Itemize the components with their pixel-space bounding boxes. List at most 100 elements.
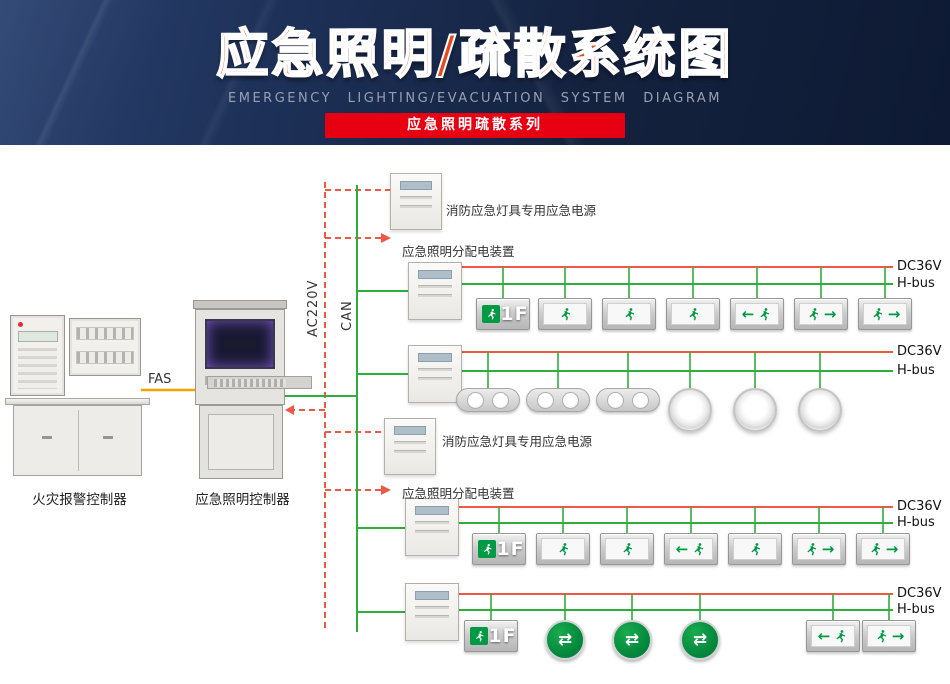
device-vent — [415, 606, 449, 609]
device-vent — [400, 196, 432, 199]
exit-sign: ← — [806, 620, 860, 652]
power-supply-1-label: 消防应急灯具专用应急电源 — [446, 203, 597, 218]
running-man-icon — [809, 307, 818, 320]
series-banner: 应急照明疏散系列 — [325, 113, 625, 138]
device-vent — [418, 294, 452, 297]
floor-label: 1F — [500, 303, 529, 325]
device-vent — [400, 205, 432, 208]
exit-sign — [728, 533, 782, 565]
exit-sign-panel: ← — [669, 538, 713, 560]
fas-label: FAS — [148, 372, 172, 387]
dc36v-label: DC36V — [897, 586, 942, 601]
lamp — [492, 391, 509, 409]
distribution-unit — [408, 262, 462, 320]
system-diagram: 火灾报警控制器 应急照明控制器 FAS AC220V CAN — [0, 145, 950, 684]
distribution-1-label: 应急照明分配电装置 — [402, 244, 515, 259]
dc36v-label: DC36V — [897, 259, 942, 274]
device-vent — [394, 450, 426, 453]
double-head-emergency-light — [526, 388, 590, 412]
hbus-label: H-bus — [897, 276, 935, 291]
running-man-icon — [871, 542, 880, 555]
running-man-icon — [750, 542, 760, 555]
arrow-left-icon: ← — [817, 626, 831, 645]
exit-sign — [600, 533, 654, 565]
round-evac-sign: ⇄ — [612, 620, 652, 660]
emergency-power-supply-unit — [384, 418, 436, 475]
distribution-unit — [405, 498, 459, 556]
lamp — [562, 391, 579, 409]
lighting-controller-label: 应急照明控制器 — [195, 492, 290, 508]
floor-sign: 1F — [472, 533, 526, 565]
monitor-screen — [205, 319, 275, 369]
exit-sign: ← — [664, 533, 718, 565]
exit-sign-panel: → — [863, 303, 907, 325]
exit-sign: → — [862, 620, 916, 652]
exit-sign: ← — [730, 298, 784, 330]
dc36v-label: DC36V — [897, 499, 942, 514]
device-vent — [415, 530, 449, 533]
exit-sign-panel: ← — [735, 303, 779, 325]
arrow-right-icon: → — [823, 304, 837, 323]
keyboard-shelf — [207, 376, 312, 389]
emergency-power-supply-unit — [390, 173, 442, 230]
switch-row — [76, 351, 134, 364]
exit-sign-panel: → — [861, 538, 905, 560]
running-man-icon — [622, 542, 632, 555]
double-arrow-icon: ⇄ — [624, 629, 640, 650]
keyboard — [214, 379, 286, 387]
emergency-downlight — [668, 388, 712, 432]
lamp — [632, 391, 649, 409]
floor-label: 1F — [496, 538, 525, 560]
dc36v-label: DC36V — [897, 344, 942, 359]
exit-sign: → — [792, 533, 846, 565]
arrow-right-icon: → — [885, 539, 899, 558]
running-man-icon — [760, 307, 770, 320]
floor-sign: 1F — [476, 298, 530, 330]
device-vent — [415, 615, 449, 618]
exit-sign — [536, 533, 590, 565]
exit-sign-panel — [733, 538, 777, 560]
floor-sign: 1F — [464, 620, 518, 652]
alarm-switch-panel — [69, 318, 141, 376]
running-man-icon — [482, 305, 500, 323]
fire-alarm-label: 火灾报警控制器 — [32, 492, 127, 508]
distribution-unit — [405, 583, 459, 641]
cabinet-door — [208, 414, 274, 470]
device-vent — [418, 368, 452, 371]
exit-sign-panel — [671, 303, 715, 325]
distribution-unit — [408, 345, 462, 403]
exit-sign — [538, 298, 592, 330]
exit-sign-panel — [541, 538, 585, 560]
double-head-emergency-light — [456, 388, 520, 412]
device-screen — [415, 506, 449, 515]
ac220v-label: AC220V — [306, 279, 321, 337]
exit-sign: → — [794, 298, 848, 330]
page-title: 应急照明/疏散系统图 — [216, 24, 734, 86]
round-evac-sign: ⇄ — [545, 620, 585, 660]
hbus-label: H-bus — [897, 363, 935, 378]
double-arrow-icon: ⇄ — [557, 629, 573, 650]
running-man-icon — [694, 542, 704, 555]
device-vent — [418, 285, 452, 288]
exit-sign-panel: → — [797, 538, 841, 560]
alarm-display — [18, 331, 58, 342]
exit-sign-panel: → — [867, 625, 911, 647]
running-man-icon — [470, 627, 488, 645]
exit-sign-panel: → — [799, 303, 843, 325]
lamp — [467, 391, 484, 409]
switch-row — [76, 327, 134, 340]
door-handle — [41, 436, 52, 439]
lamp — [537, 391, 554, 409]
double-arrow-icon: ⇄ — [692, 629, 708, 650]
exit-sign — [666, 298, 720, 330]
device-screen — [415, 591, 449, 600]
cabinet-upper-body — [195, 309, 285, 405]
cabinet-lower-body — [199, 405, 283, 479]
device-screen — [418, 270, 452, 279]
arrow-left-icon: ← — [741, 304, 755, 323]
arrow-right-icon: → — [821, 539, 835, 558]
exit-sign — [602, 298, 656, 330]
arrow-left-icon: ← — [675, 539, 689, 558]
floor-label: 1F — [488, 625, 517, 647]
exit-sign-panel — [543, 303, 587, 325]
